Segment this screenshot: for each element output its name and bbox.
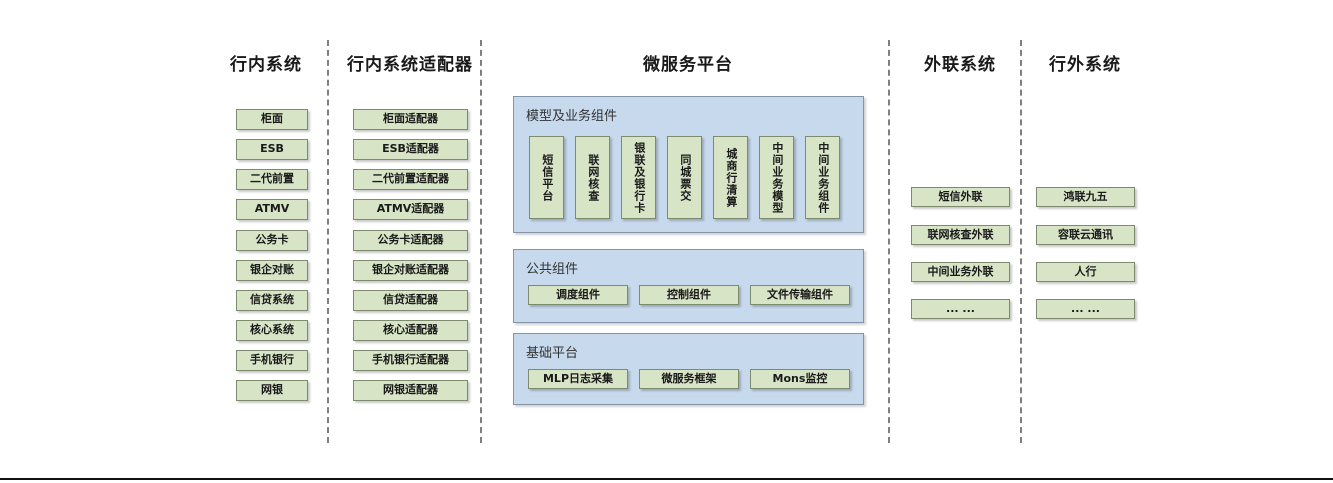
node-public-1[interactable]: 控制组件 <box>639 285 739 305</box>
panel-title-base-platform: 基础平台 <box>526 346 579 361</box>
node-intranet-1[interactable]: ESB <box>236 139 308 160</box>
node-intranet-2[interactable]: 二代前置 <box>236 169 308 190</box>
node-adapter-0[interactable]: 柜面适配器 <box>353 109 468 130</box>
column-header-microservice-platform: 微服务平台 <box>643 55 733 75</box>
node-model-5[interactable]: 中间业务模型 <box>759 136 794 219</box>
divider-4 <box>1020 40 1022 443</box>
node-adapter-6[interactable]: 信贷适配器 <box>353 290 468 311</box>
node-model-0[interactable]: 短信平台 <box>529 136 564 219</box>
node-intranet-0[interactable]: 柜面 <box>236 109 308 130</box>
node-adapter-4[interactable]: 公务卡适配器 <box>353 230 468 251</box>
divider-1 <box>327 40 329 443</box>
column-header-intranet-systems: 行内系统 <box>230 55 302 75</box>
node-base-1[interactable]: 微服务框架 <box>639 369 739 389</box>
node-adapter-1[interactable]: ESB适配器 <box>353 139 468 160</box>
node-adapter-8[interactable]: 手机银行适配器 <box>353 350 468 371</box>
node-base-0[interactable]: MLP日志采集 <box>528 369 628 389</box>
node-base-2[interactable]: Mons监控 <box>750 369 850 389</box>
node-intranet-6[interactable]: 信贷系统 <box>236 290 308 311</box>
node-intranet-9[interactable]: 网银 <box>236 380 308 401</box>
node-model-1[interactable]: 联网核查 <box>575 136 610 219</box>
node-external-2[interactable]: 中间业务外联 <box>911 262 1010 282</box>
node-public-0[interactable]: 调度组件 <box>528 285 628 305</box>
node-external-3[interactable]: ... ... <box>911 299 1010 319</box>
column-header-external-link-systems: 外联系统 <box>924 55 996 75</box>
node-intranet-7[interactable]: 核心系统 <box>236 320 308 341</box>
node-intranet-3[interactable]: ATMV <box>236 199 308 220</box>
node-adapter-5[interactable]: 银企对账适配器 <box>353 260 468 281</box>
panel-title-model-business-components: 模型及业务组件 <box>526 109 618 124</box>
column-header-offbank-systems: 行外系统 <box>1049 55 1121 75</box>
node-model-2[interactable]: 银联及银行卡 <box>621 136 656 219</box>
node-adapter-7[interactable]: 核心适配器 <box>353 320 468 341</box>
node-model-4[interactable]: 城商行清算 <box>713 136 748 219</box>
column-header-intranet-adapters: 行内系统适配器 <box>347 55 473 75</box>
node-offbank-0[interactable]: 鸿联九五 <box>1036 187 1135 207</box>
node-offbank-2[interactable]: 人行 <box>1036 262 1135 282</box>
node-intranet-8[interactable]: 手机银行 <box>236 350 308 371</box>
node-adapter-2[interactable]: 二代前置适配器 <box>353 169 468 190</box>
divider-2 <box>480 40 482 443</box>
node-intranet-4[interactable]: 公务卡 <box>236 230 308 251</box>
bottom-divider <box>0 478 1333 480</box>
node-offbank-3[interactable]: ... ... <box>1036 299 1135 319</box>
node-offbank-1[interactable]: 容联云通讯 <box>1036 225 1135 245</box>
node-intranet-5[interactable]: 银企对账 <box>236 260 308 281</box>
node-external-0[interactable]: 短信外联 <box>911 187 1010 207</box>
divider-3 <box>888 40 890 443</box>
node-external-1[interactable]: 联网核查外联 <box>911 225 1010 245</box>
node-public-2[interactable]: 文件传输组件 <box>750 285 850 305</box>
node-adapter-3[interactable]: ATMV适配器 <box>353 199 468 220</box>
node-adapter-9[interactable]: 网银适配器 <box>353 380 468 401</box>
node-model-3[interactable]: 同城票交 <box>667 136 702 219</box>
node-model-6[interactable]: 中间业务组件 <box>805 136 840 219</box>
panel-title-public-components: 公共组件 <box>526 262 579 277</box>
